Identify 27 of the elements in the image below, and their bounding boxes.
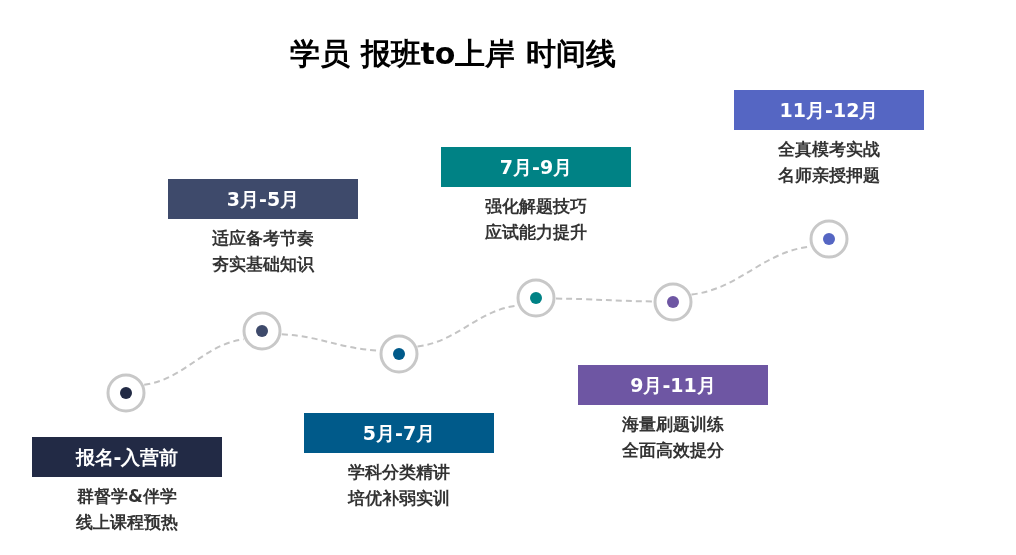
stage-description: 学科分类精讲: [347, 461, 451, 484]
dashed-connector: [143, 338, 245, 386]
period-heading: 报名-入营前: [32, 437, 222, 477]
timeline-marker: [652, 281, 694, 323]
stage-description: 适应备考节奏: [211, 227, 315, 250]
stage-description: 应试能力提升: [484, 221, 588, 244]
stage-description: 群督学&伴学: [76, 485, 178, 508]
title: 学员 报班to上岸 时间线: [289, 35, 617, 73]
stage-description: 线上课程预热: [75, 511, 179, 534]
stage-description: 强化解题技巧: [484, 195, 588, 218]
stage-description: 名师亲授押题: [777, 164, 881, 187]
period-heading: 11月-12月: [734, 90, 924, 130]
period-heading: 9月-11月: [578, 365, 768, 405]
stage-description: 全真模考实战: [777, 138, 881, 161]
period-heading: 5月-7月: [304, 413, 494, 453]
stage-description: 夯实基础知识: [211, 253, 316, 276]
dashed-connector: [555, 297, 654, 303]
timeline-marker: [105, 372, 147, 414]
timeline-marker: [515, 277, 557, 319]
timeline-marker: [808, 218, 850, 260]
stage-description: 全面高效提分: [621, 439, 725, 462]
timeline-marker: [378, 333, 420, 375]
period-heading: 3月-5月: [168, 179, 358, 219]
timeline-marker: [241, 310, 283, 352]
period-heading: 7月-9月: [441, 147, 631, 187]
stage-description: 海量刷题训练: [621, 413, 725, 436]
stage-description: 培优补弱实训: [346, 487, 451, 510]
